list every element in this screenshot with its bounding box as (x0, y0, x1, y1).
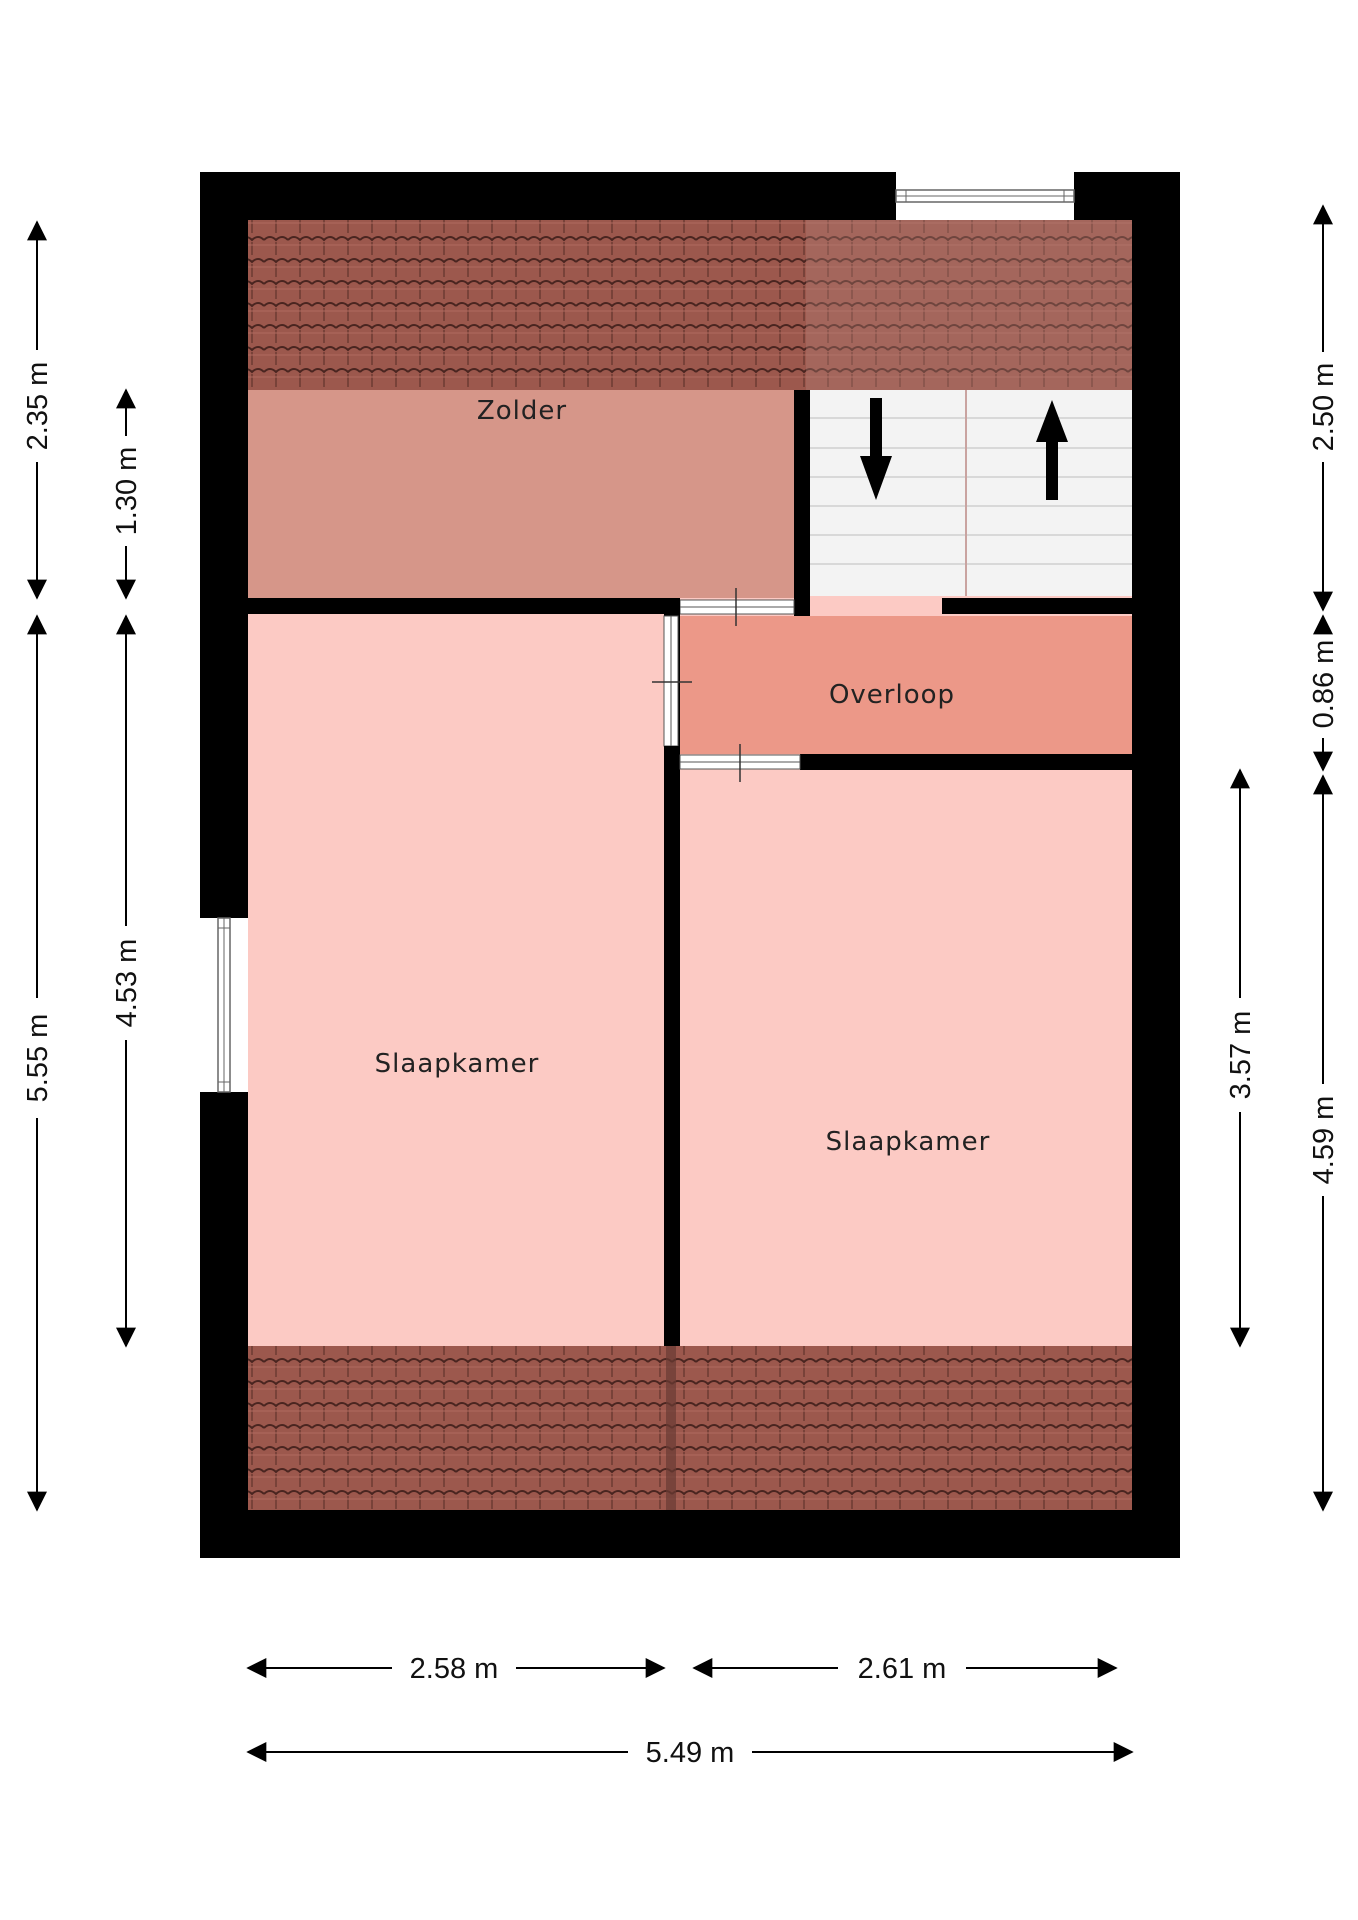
stairs (810, 390, 1132, 596)
window-top (895, 172, 1075, 220)
dim-label-bottom-right: 2.61 m (858, 1653, 947, 1685)
wall-overloop-top-stub (794, 598, 810, 614)
wall-zolder-bottom (248, 598, 680, 614)
door-zolder (679, 588, 795, 626)
dim-label-left-inner-top: 1.30 m (111, 447, 143, 536)
dim-label-left-outer-bottom: 5.55 m (22, 1014, 54, 1103)
room-label-zolder: Zolder (477, 396, 567, 426)
dim-label-right-outer-bottom: 4.59 m (1308, 1096, 1340, 1185)
roof-bottom (248, 1346, 1132, 1510)
room-label-slaapkamer-right: Slaapkamer (826, 1127, 991, 1157)
dim-label-right-outer-middle: 0.86 m (1308, 640, 1340, 729)
dim-label-left-outer-top: 2.35 m (22, 362, 54, 451)
dim-label-right-outer-top: 2.50 m (1308, 363, 1340, 452)
dim-label-right-inner: 3.57 m (1225, 1011, 1257, 1100)
window-left (200, 917, 248, 1093)
stair-wall (794, 390, 810, 616)
wall-overloop-bottom (800, 754, 1132, 770)
dim-label-bottom-left: 2.58 m (410, 1653, 499, 1685)
dim-label-bottom-total: 5.49 m (646, 1737, 735, 1769)
roof-top-right-shade (806, 220, 1132, 390)
room-label-slaapkamer-left: Slaapkamer (375, 1049, 540, 1079)
roof-top (248, 220, 1132, 390)
overloop-room (680, 616, 1132, 754)
stair-down-arrow-icon (860, 398, 892, 500)
dim-label-left-inner-bottom: 4.53 m (111, 939, 143, 1028)
wall-bedroom-divider-lower (664, 746, 680, 1346)
wall-overloop-top-right (942, 598, 1132, 614)
zolder-room (248, 390, 794, 598)
room-label-overloop: Overloop (829, 680, 955, 710)
wall-bedroom-divider-roof (666, 1346, 676, 1510)
stair-up-arrow-icon (1036, 400, 1068, 500)
door-right-bedroom (679, 744, 801, 782)
